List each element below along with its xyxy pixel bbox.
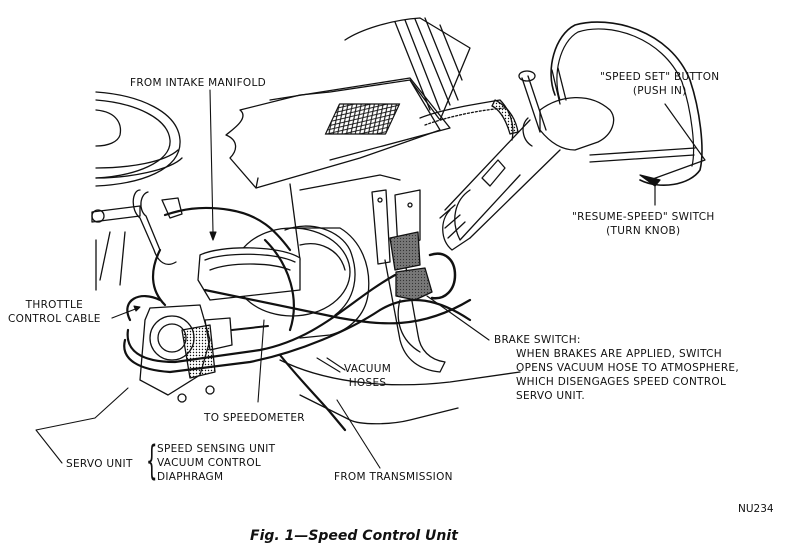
servo-part-item: SPEED SENSING UNIT [157,443,276,455]
label-intake-manifold: FROM INTAKE MANIFOLD [130,77,267,89]
figure-caption: Fig. 1—Speed Control Unit [250,528,458,544]
brace-symbol: { [146,438,158,484]
label-brake-switch: BRAKE SWITCH: WHEN BRAKES ARE APPLIED, S… [494,333,739,403]
brake-switch-description: WHEN BRAKES ARE APPLIED, SWITCH OPENS VA… [494,347,739,403]
servo-part-item: VACUUM CONTROL [157,457,262,469]
label-resume-speed-switch: "RESUME-SPEED" SWITCH (TURN KNOB) [572,210,715,238]
pedal-bracket [371,189,446,373]
steering-column [439,21,706,251]
label-brake-title: BRAKE SWITCH: [494,334,581,346]
servo-parts-list: SPEED SENSING UNIT VACUUM CONTROL DIAPHR… [157,442,275,484]
cowl-panel [225,17,519,261]
brake-desc-line: SERVO UNIT. [516,390,586,402]
label-vacuum-hoses: VACUUM HOSES [344,362,391,390]
label-vacuum-line1: VACUUM [344,363,392,375]
brake-switch [389,231,457,301]
label-throttle-line2: CONTROL CABLE [8,313,101,325]
servo-part-item: DIAPHRAGM [157,471,224,483]
label-resume-line1: "RESUME-SPEED" SWITCH [572,211,715,223]
floor-pan [279,359,521,425]
servo-unit [139,304,269,403]
label-vacuum-line2: HOSES [348,377,387,389]
vacuum-hoses [123,206,472,432]
leader-lines [35,89,490,469]
brake-desc-line: OPENS VACUUM HOSE TO ATMOSPHERE, [516,362,740,374]
carburetor-linkage [91,189,183,291]
figure-code: NU234 [738,503,774,515]
label-from-transmission: FROM TRANSMISSION [334,471,453,483]
brake-desc-line: WHICH DISENGAGES SPEED CONTROL [516,376,727,388]
brake-desc-line: WHEN BRAKES ARE APPLIED, SWITCH [516,348,722,360]
label-speed-set-line2: (PUSH IN) [632,85,687,97]
master-cylinder [197,247,301,301]
label-servo-unit: SERVO UNIT [66,458,133,470]
air-cleaner [95,91,183,187]
label-speed-set-button: "SPEED SET" BUTTON (PUSH IN) [600,70,719,98]
label-to-speedometer: TO SPEEDOMETER [204,412,305,424]
label-resume-line2: (TURN KNOB) [606,225,681,237]
label-throttle-line1: THROTTLE [25,299,84,311]
label-speed-set-line1: "SPEED SET" BUTTON [600,71,720,83]
label-throttle-control-cable: THROTTLE CONTROL CABLE [8,298,101,326]
